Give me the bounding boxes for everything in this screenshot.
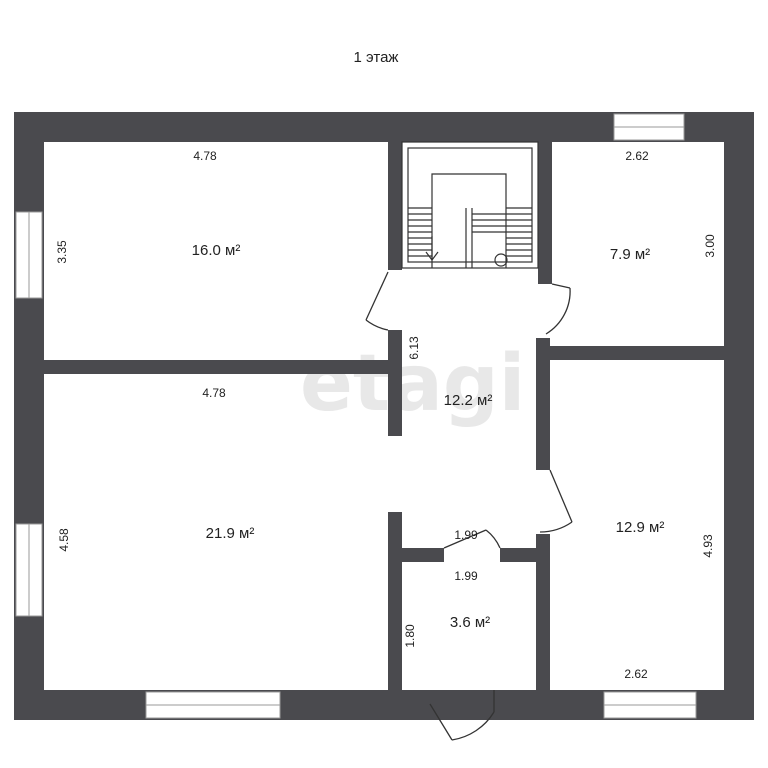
door-top-right-room: [545, 283, 571, 335]
window-bottom-left-room-bottom: [145, 691, 281, 719]
dim-top-right-width: 2.62: [625, 149, 649, 163]
dim-bath-height: 1.80: [403, 624, 417, 648]
window-top-right-room: [613, 113, 685, 141]
stair-treads-left: [408, 213, 506, 257]
room-area-hall: 12.2 м²: [444, 392, 493, 409]
watermark: etagi: [300, 339, 525, 429]
dimension-labels: 4.78 3.35 2.62 3.00 6.13 4.78 4.58 4.93 …: [55, 149, 717, 681]
wall-right: [724, 112, 754, 720]
room-area-top-right: 7.9 м²: [610, 246, 650, 263]
room-area-top-left: 16.0 м²: [192, 242, 241, 259]
window-bottom-right-room: [603, 691, 697, 719]
wall-bath-right: [536, 534, 550, 690]
dim-top-right-height: 3.00: [703, 234, 717, 258]
door-bottom-right-room: [539, 469, 573, 533]
interior-walls: [44, 142, 724, 690]
wall-hall-right-pier: [536, 338, 550, 470]
dim-bottom-left-height: 4.58: [57, 528, 71, 552]
windows: [15, 113, 697, 719]
wall-left-rooms-divider: [44, 360, 390, 374]
dim-bottom-right-height: 4.93: [701, 534, 715, 558]
dim-top-left-width: 4.78: [193, 149, 217, 163]
wall-hall-left-pier: [388, 330, 402, 436]
window-top-left-room: [15, 211, 43, 299]
window-bottom-left-room-side: [15, 523, 43, 617]
door-bathroom: [443, 529, 501, 549]
room-area-bottom-right: 12.9 м²: [616, 519, 665, 536]
wall-stair-right: [538, 142, 552, 284]
stair-start-icon: [494, 253, 508, 267]
dim-top-left-height: 3.35: [55, 240, 69, 264]
door-top-left-room: [365, 271, 389, 331]
doors: [365, 271, 573, 741]
door-entrance: [429, 690, 495, 741]
dim-bottom-left-width: 4.78: [202, 386, 226, 400]
floor-title: 1 этаж: [354, 49, 399, 66]
wall-bath-top-right: [500, 548, 536, 562]
wall-bath-top-left: [402, 548, 444, 562]
dim-hall-length: 6.13: [407, 336, 421, 360]
room-area-bathroom: 3.6 м²: [450, 614, 490, 631]
room-labels: 16.0 м² 7.9 м² 12.2 м² 21.9 м² 12.9 м² 3…: [192, 242, 665, 631]
dim-bottom-right-width: 2.62: [624, 667, 648, 681]
room-area-bottom-left: 21.9 м²: [206, 525, 255, 542]
wall-stair-left: [388, 142, 402, 270]
dim-bath-width: 1.99: [454, 569, 478, 583]
wall-left: [14, 112, 44, 720]
dim-bath-width-top: 1.99: [454, 528, 478, 542]
staircase: [401, 141, 539, 269]
wall-bath-left: [388, 512, 402, 690]
wall-right-rooms-divider: [538, 346, 724, 360]
stair-arrow-icon: [425, 236, 439, 261]
stair-treads-right: [506, 213, 532, 257]
